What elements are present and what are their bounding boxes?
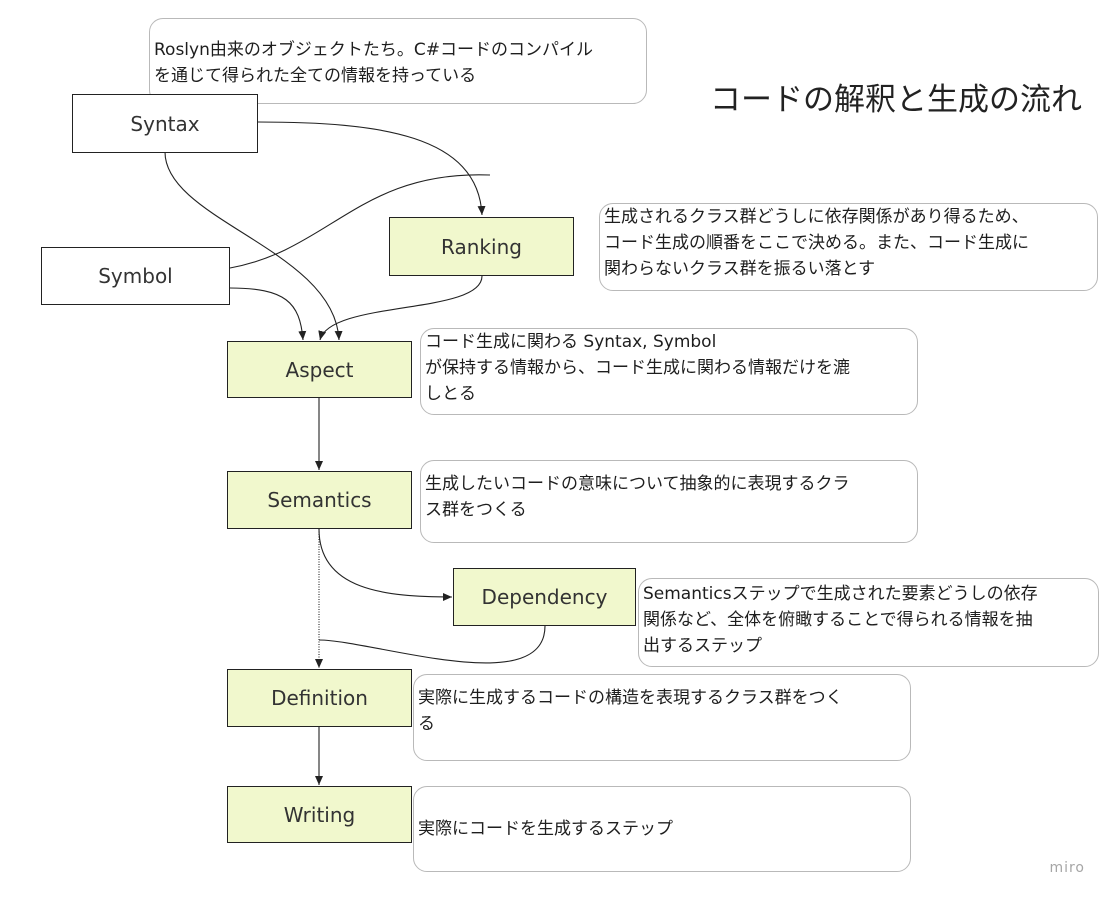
node-aspect[interactable]: Aspect (227, 341, 412, 398)
edge-symbol-ranking (229, 174, 491, 269)
node-dependency[interactable]: Dependency (453, 568, 636, 626)
note-writing: 実際にコードを生成するステップ (413, 786, 911, 872)
node-semantics[interactable]: Semantics (227, 471, 412, 529)
edge-syntax-ranking (257, 121, 486, 216)
edge-semantics-dependency (318, 528, 453, 601)
edge-dependency-definition (318, 625, 546, 664)
diagram-title: コードの解釈と生成の流れ (710, 82, 1082, 118)
watermark-miro: miro (1049, 860, 1085, 876)
note-definition: 実際に生成するコードの構造を表現するクラス群をつく る (413, 674, 911, 761)
note-dependency: Semanticsステップで生成された要素どうしの依存 関係など、全体を俯瞰する… (638, 578, 1099, 667)
node-symbol[interactable]: Symbol (41, 247, 230, 305)
edge-ranking-aspect (318, 275, 483, 341)
node-definition[interactable]: Definition (227, 669, 412, 727)
note-ranking: 生成されるクラス群どうしに依存関係があり得るため、 コード生成の順番をここで決め… (599, 203, 1098, 291)
node-writing[interactable]: Writing (227, 786, 412, 843)
edge-symbol-aspect (229, 287, 307, 341)
note-semantics: 生成したいコードの意味について抽象的に表現するクラ ス群をつくる (420, 460, 918, 543)
node-syntax[interactable]: Syntax (72, 94, 258, 153)
note-roslyn: Roslyn由来のオブジェクトたち。C#コードのコンパイル を通じて得られた全て… (149, 18, 647, 104)
node-ranking[interactable]: Ranking (389, 217, 574, 276)
edge-syntax-aspect (164, 151, 343, 341)
note-aspect: コード生成に関わる Syntax, Symbol が保持する情報から、コード生成… (420, 328, 918, 415)
